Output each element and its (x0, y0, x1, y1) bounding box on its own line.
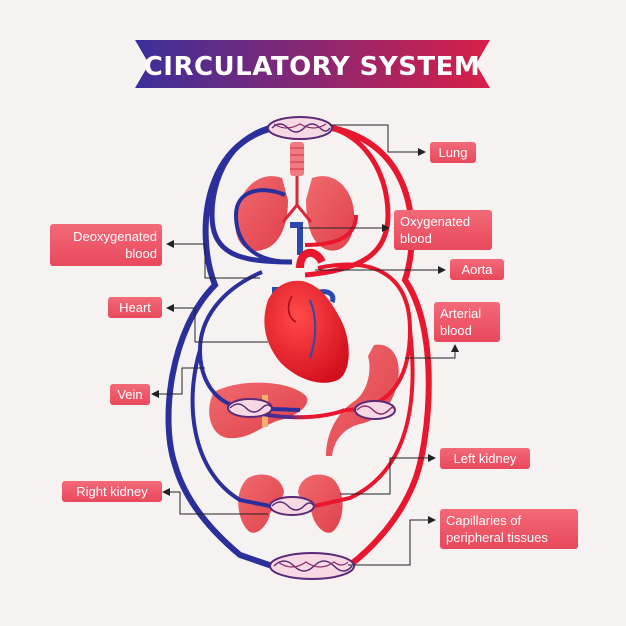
label-arterial-blood: Arterial blood (434, 302, 500, 342)
leader-lines (151, 124, 459, 566)
label-lung-text: Lung (439, 145, 468, 160)
label-heart-text: Heart (119, 300, 151, 315)
label-aorta-text: Aorta (461, 262, 493, 277)
label-arterial-line1: Arterial (440, 306, 481, 321)
label-lung: Lung (430, 142, 476, 163)
label-heart: Heart (108, 297, 162, 318)
lungs-icon (235, 142, 355, 251)
label-oxygenated-line2: blood (400, 231, 432, 246)
label-deoxygenated-blood: Deoxygenated blood (50, 224, 162, 266)
label-deoxygenated-line1: Deoxygenated (73, 229, 157, 244)
label-right-kidney: Right kidney (62, 481, 162, 502)
title-banner: CIRCULATORY SYSTEM (135, 40, 490, 88)
capillary-network-icon (227, 116, 396, 580)
label-left-kidney-text: Left kidney (454, 451, 517, 466)
label-deoxygenated-line2: blood (125, 246, 157, 261)
label-oxygenated-line1: Oxygenated (400, 214, 470, 229)
heart-icon (264, 222, 349, 383)
label-right-kidney-text: Right kidney (76, 484, 148, 499)
label-vein: Vein (110, 384, 150, 405)
page-title: CIRCULATORY SYSTEM (144, 52, 481, 82)
stomach-icon (326, 344, 399, 456)
label-capillaries-line1: Capillaries of (446, 513, 522, 528)
label-capillaries-line2: peripheral tissues (446, 530, 548, 545)
label-vein-text: Vein (117, 387, 142, 402)
label-left-kidney: Left kidney (440, 448, 530, 469)
label-aorta: Aorta (450, 259, 504, 280)
label-arterial-line2: blood (440, 323, 472, 338)
label-oxygenated-blood: Oxygenated blood (394, 210, 492, 250)
label-capillaries: Capillaries of peripheral tissues (440, 509, 578, 549)
